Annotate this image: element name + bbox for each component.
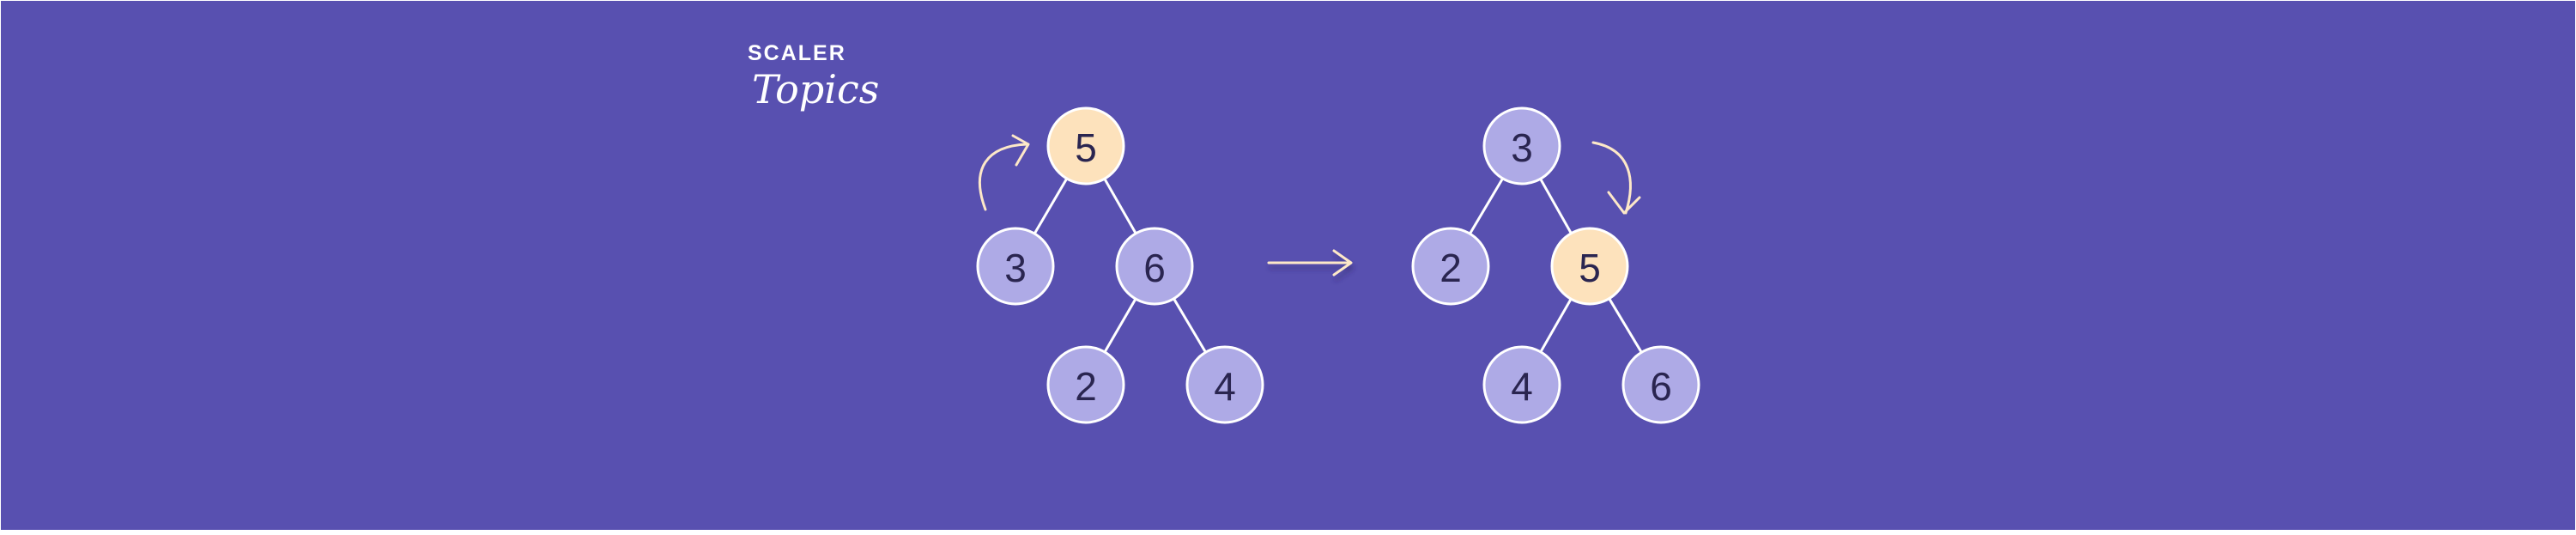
node-label: 3 <box>1004 246 1027 290</box>
before-edge <box>1173 298 1207 353</box>
before-node-3: 3 <box>976 227 1055 306</box>
before-edge <box>1033 178 1069 234</box>
node-circle <box>1550 227 1629 306</box>
node-circle <box>1482 106 1561 185</box>
brand-logo-line2: Topics <box>752 66 879 112</box>
tree-before: 5 3 6 2 4 <box>976 106 1264 424</box>
tree-before-edges <box>1033 178 1207 353</box>
node-label: 4 <box>1511 364 1533 409</box>
curved-arrow-down-icon <box>1591 141 1641 215</box>
before-node-6: 6 <box>1115 227 1194 306</box>
node-circle <box>1115 227 1194 306</box>
after-edge <box>1608 297 1643 354</box>
brand-logo-line1: SCALER <box>748 41 846 65</box>
tree-after: 3 2 5 4 6 <box>1411 106 1700 424</box>
brand-logo: SCALER Topics <box>748 41 879 112</box>
right-arrow-icon <box>1267 249 1353 277</box>
after-edge <box>1539 178 1573 234</box>
node-label: 2 <box>1440 246 1462 290</box>
node-circle <box>1046 345 1125 424</box>
node-circle <box>976 227 1055 306</box>
curved-arrow-up-icon <box>978 134 1030 211</box>
node-circle <box>1411 227 1490 306</box>
after-edge <box>1539 298 1573 353</box>
node-label: 5 <box>1579 246 1601 290</box>
before-node-4: 4 <box>1185 345 1264 424</box>
before-edge <box>1103 298 1137 353</box>
after-node-2: 2 <box>1411 227 1490 306</box>
after-node-3: 3 <box>1482 106 1561 185</box>
before-node-2: 2 <box>1046 345 1125 424</box>
node-label: 2 <box>1075 364 1097 409</box>
node-label: 4 <box>1214 364 1236 409</box>
node-circle <box>1482 345 1561 424</box>
node-label: 6 <box>1143 246 1166 290</box>
node-label: 3 <box>1511 125 1533 170</box>
node-circle <box>1046 106 1125 185</box>
after-node-6: 6 <box>1621 345 1700 424</box>
before-edge <box>1103 178 1137 234</box>
node-label: 5 <box>1075 125 1097 170</box>
after-node-4: 4 <box>1482 345 1561 424</box>
node-label: 6 <box>1650 364 1672 409</box>
node-circle <box>1621 345 1700 424</box>
tree-after-edges <box>1469 178 1643 354</box>
after-edge <box>1469 178 1504 234</box>
before-node-5: 5 <box>1046 106 1125 185</box>
node-circle <box>1185 345 1264 424</box>
after-node-5: 5 <box>1550 227 1629 306</box>
